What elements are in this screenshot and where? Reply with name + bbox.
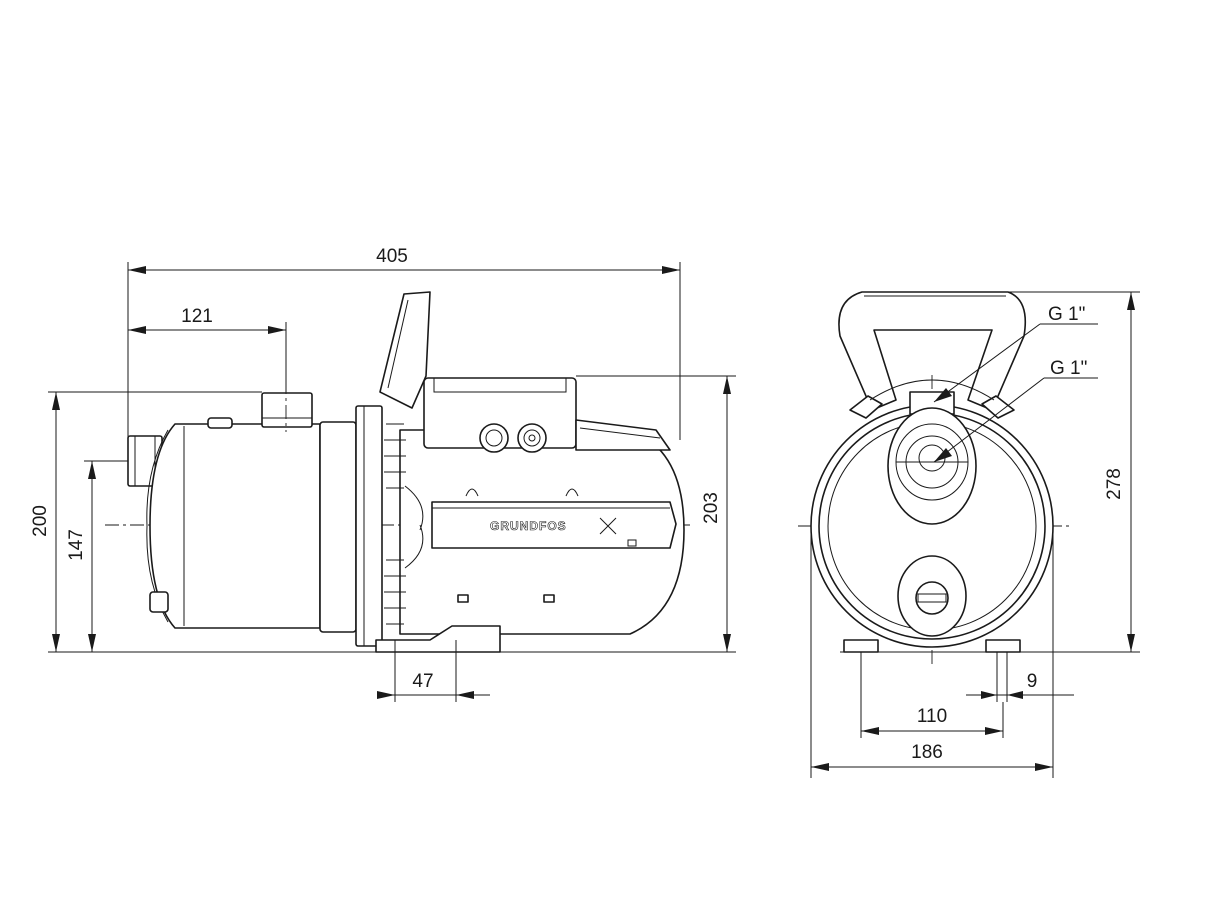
front-drain-plug: [897, 555, 967, 637]
dim-foot-spacing: 110: [860, 652, 1004, 738]
front-handle: [838, 291, 1027, 419]
callout-outlet-thread-label: G 1": [1048, 304, 1085, 325]
front-pump-eye: [887, 407, 977, 525]
brand-logo: GRUNDFOS: [490, 519, 567, 533]
dim-height-right-label: 203: [701, 492, 722, 524]
front-shoulder: [869, 379, 995, 401]
dim-outlet-offset: 121: [128, 306, 287, 392]
dim-front-width-label: 186: [911, 742, 943, 763]
dim-front-width: 186: [810, 530, 1054, 778]
dim-front-height-label: 278: [1104, 468, 1125, 500]
side-view: GRUNDFOS 405 121: [30, 246, 736, 702]
front-foot-right: [985, 639, 1021, 653]
dim-height-left: 200: [30, 391, 262, 652]
vent-slot: [457, 594, 469, 603]
dim-inlet-height: 147: [66, 460, 128, 652]
dim-foot-width-label: 47: [412, 671, 433, 692]
dim-height-right: 203: [576, 375, 736, 652]
dim-foot-slot-label: 9: [1027, 671, 1038, 692]
dim-overall-length-label: 405: [376, 246, 408, 267]
dim-overall-length: 405: [127, 246, 681, 440]
outlet-connection: [261, 380, 313, 432]
front-foot-left: [843, 639, 879, 653]
dim-height-left-label: 200: [30, 505, 51, 537]
flange-ring: [319, 405, 383, 647]
dim-front-height: 278: [1008, 291, 1140, 652]
terminal-box: [423, 377, 671, 497]
pump-housing: [146, 417, 321, 629]
dim-foot-spacing-label: 110: [917, 706, 947, 727]
front-view: G 1" G 1" 278 9: [798, 291, 1140, 778]
dim-outlet-offset-label: 121: [181, 306, 213, 327]
control-panel: GRUNDFOS: [431, 501, 677, 549]
callout-outlet-thread: G 1": [933, 304, 1098, 403]
callout-inlet-thread: G 1": [933, 358, 1098, 463]
brand-x-icon: [599, 517, 617, 535]
callout-inlet-thread-label: G 1": [1050, 358, 1087, 379]
vent-slot: [543, 594, 555, 603]
dim-foot-slot: 9: [966, 652, 1074, 702]
dim-foot-width: 47: [377, 640, 490, 702]
carry-handle: [379, 291, 431, 409]
dim-inlet-height-label: 147: [66, 529, 87, 561]
